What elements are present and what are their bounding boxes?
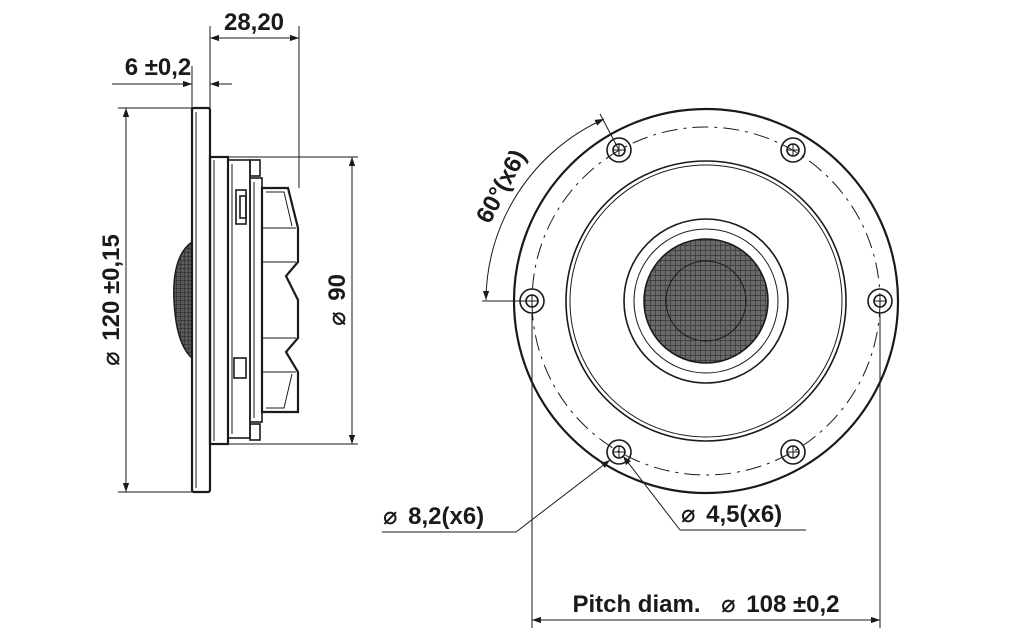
mounting-hole: [780, 137, 806, 163]
mounting-holes: [519, 137, 893, 465]
dim-pitch-text: Pitch diam. ⌀ 108 ±0,2: [572, 591, 839, 618]
dim-body-value: 90: [324, 274, 351, 301]
dim-outer-value: 120 ±0,15: [98, 234, 125, 341]
front-dome-grille: [643, 238, 769, 364]
diameter-symbol: ⌀: [721, 591, 735, 618]
diameter-symbol: ⌀: [383, 503, 397, 530]
side-terminal: [235, 189, 247, 225]
front-view: [512, 107, 900, 495]
side-magnet: [260, 186, 300, 414]
front-dimensions: 60°(x6) ⌀ 8,2(x6) ⌀ 4,5(x6) Pitch diam. …: [382, 113, 881, 628]
dim-hole-small-text: ⌀ 4,5(x6): [681, 501, 782, 528]
dim-pitch-value: 108 ±0,2: [746, 591, 839, 618]
dim-depth-text: 28,20: [224, 9, 284, 36]
dim-outer-text: ⌀ 120 ±0,15: [98, 234, 125, 366]
side-dome: [173, 240, 193, 360]
front-surround: [623, 218, 789, 384]
dim-hole-large-text: ⌀ 8,2(x6): [383, 503, 484, 530]
side-flange: [190, 106, 212, 494]
mounting-hole: [606, 137, 632, 163]
dim-flange-text: 6 ±0,2: [125, 54, 192, 81]
dim-hole-large-value: 8,2(x6): [408, 503, 484, 530]
diameter-symbol: ⌀: [324, 311, 351, 325]
side-body: [208, 155, 230, 446]
diameter-symbol: ⌀: [98, 351, 125, 365]
dim-body-text: ⌀ 90: [324, 274, 351, 326]
side-view: [173, 106, 300, 494]
side-dimensions: 28,20 6 ±0,2 ⌀ 120 ±0,15 ⌀ 90: [98, 9, 358, 493]
mounting-hole: [867, 288, 893, 314]
mounting-hole: [780, 439, 806, 465]
dim-pitch-label: Pitch diam.: [572, 591, 700, 618]
dim-hole-small-value: 4,5(x6): [706, 501, 782, 528]
mounting-hole: [606, 439, 632, 465]
front-face-plate: [565, 160, 847, 442]
diameter-symbol: ⌀: [681, 501, 695, 528]
dim-angle-arc: [482, 118, 605, 301]
